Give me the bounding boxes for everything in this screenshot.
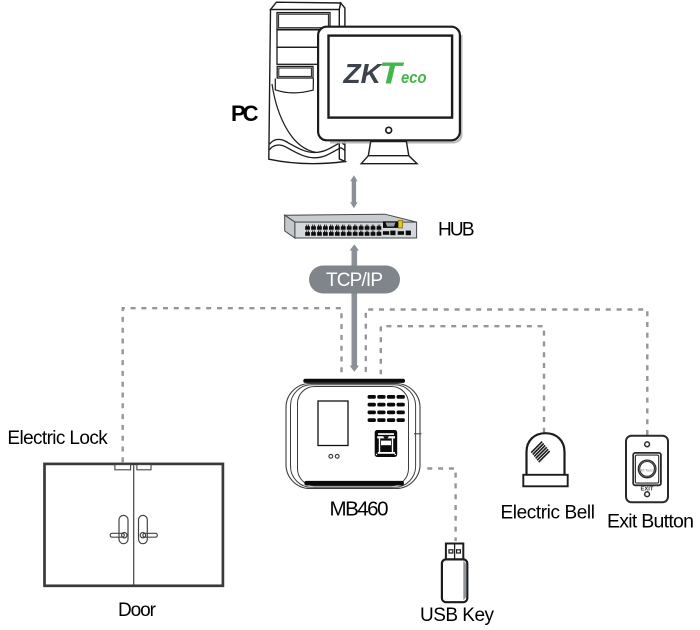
svg-text:Electric Bell: Electric Bell (501, 503, 596, 524)
svg-text:EXIT: EXIT (641, 486, 654, 492)
svg-text:T: T (379, 56, 405, 91)
svg-text:MB460: MB460 (330, 498, 389, 521)
svg-text:TCP/IP: TCP/IP (326, 270, 383, 291)
svg-text:ZK: ZK (342, 58, 383, 89)
svg-text:Door: Door (118, 600, 157, 621)
svg-text:USB Key: USB Key (420, 605, 495, 626)
svg-text:NO Touch: NO Touch (639, 469, 655, 473)
svg-text:Exit Button: Exit Button (607, 511, 694, 533)
svg-text:HUB: HUB (438, 220, 475, 241)
svg-text:PC: PC (231, 101, 259, 126)
svg-text:eco: eco (401, 69, 427, 87)
svg-text:Electric Lock: Electric Lock (7, 428, 108, 449)
